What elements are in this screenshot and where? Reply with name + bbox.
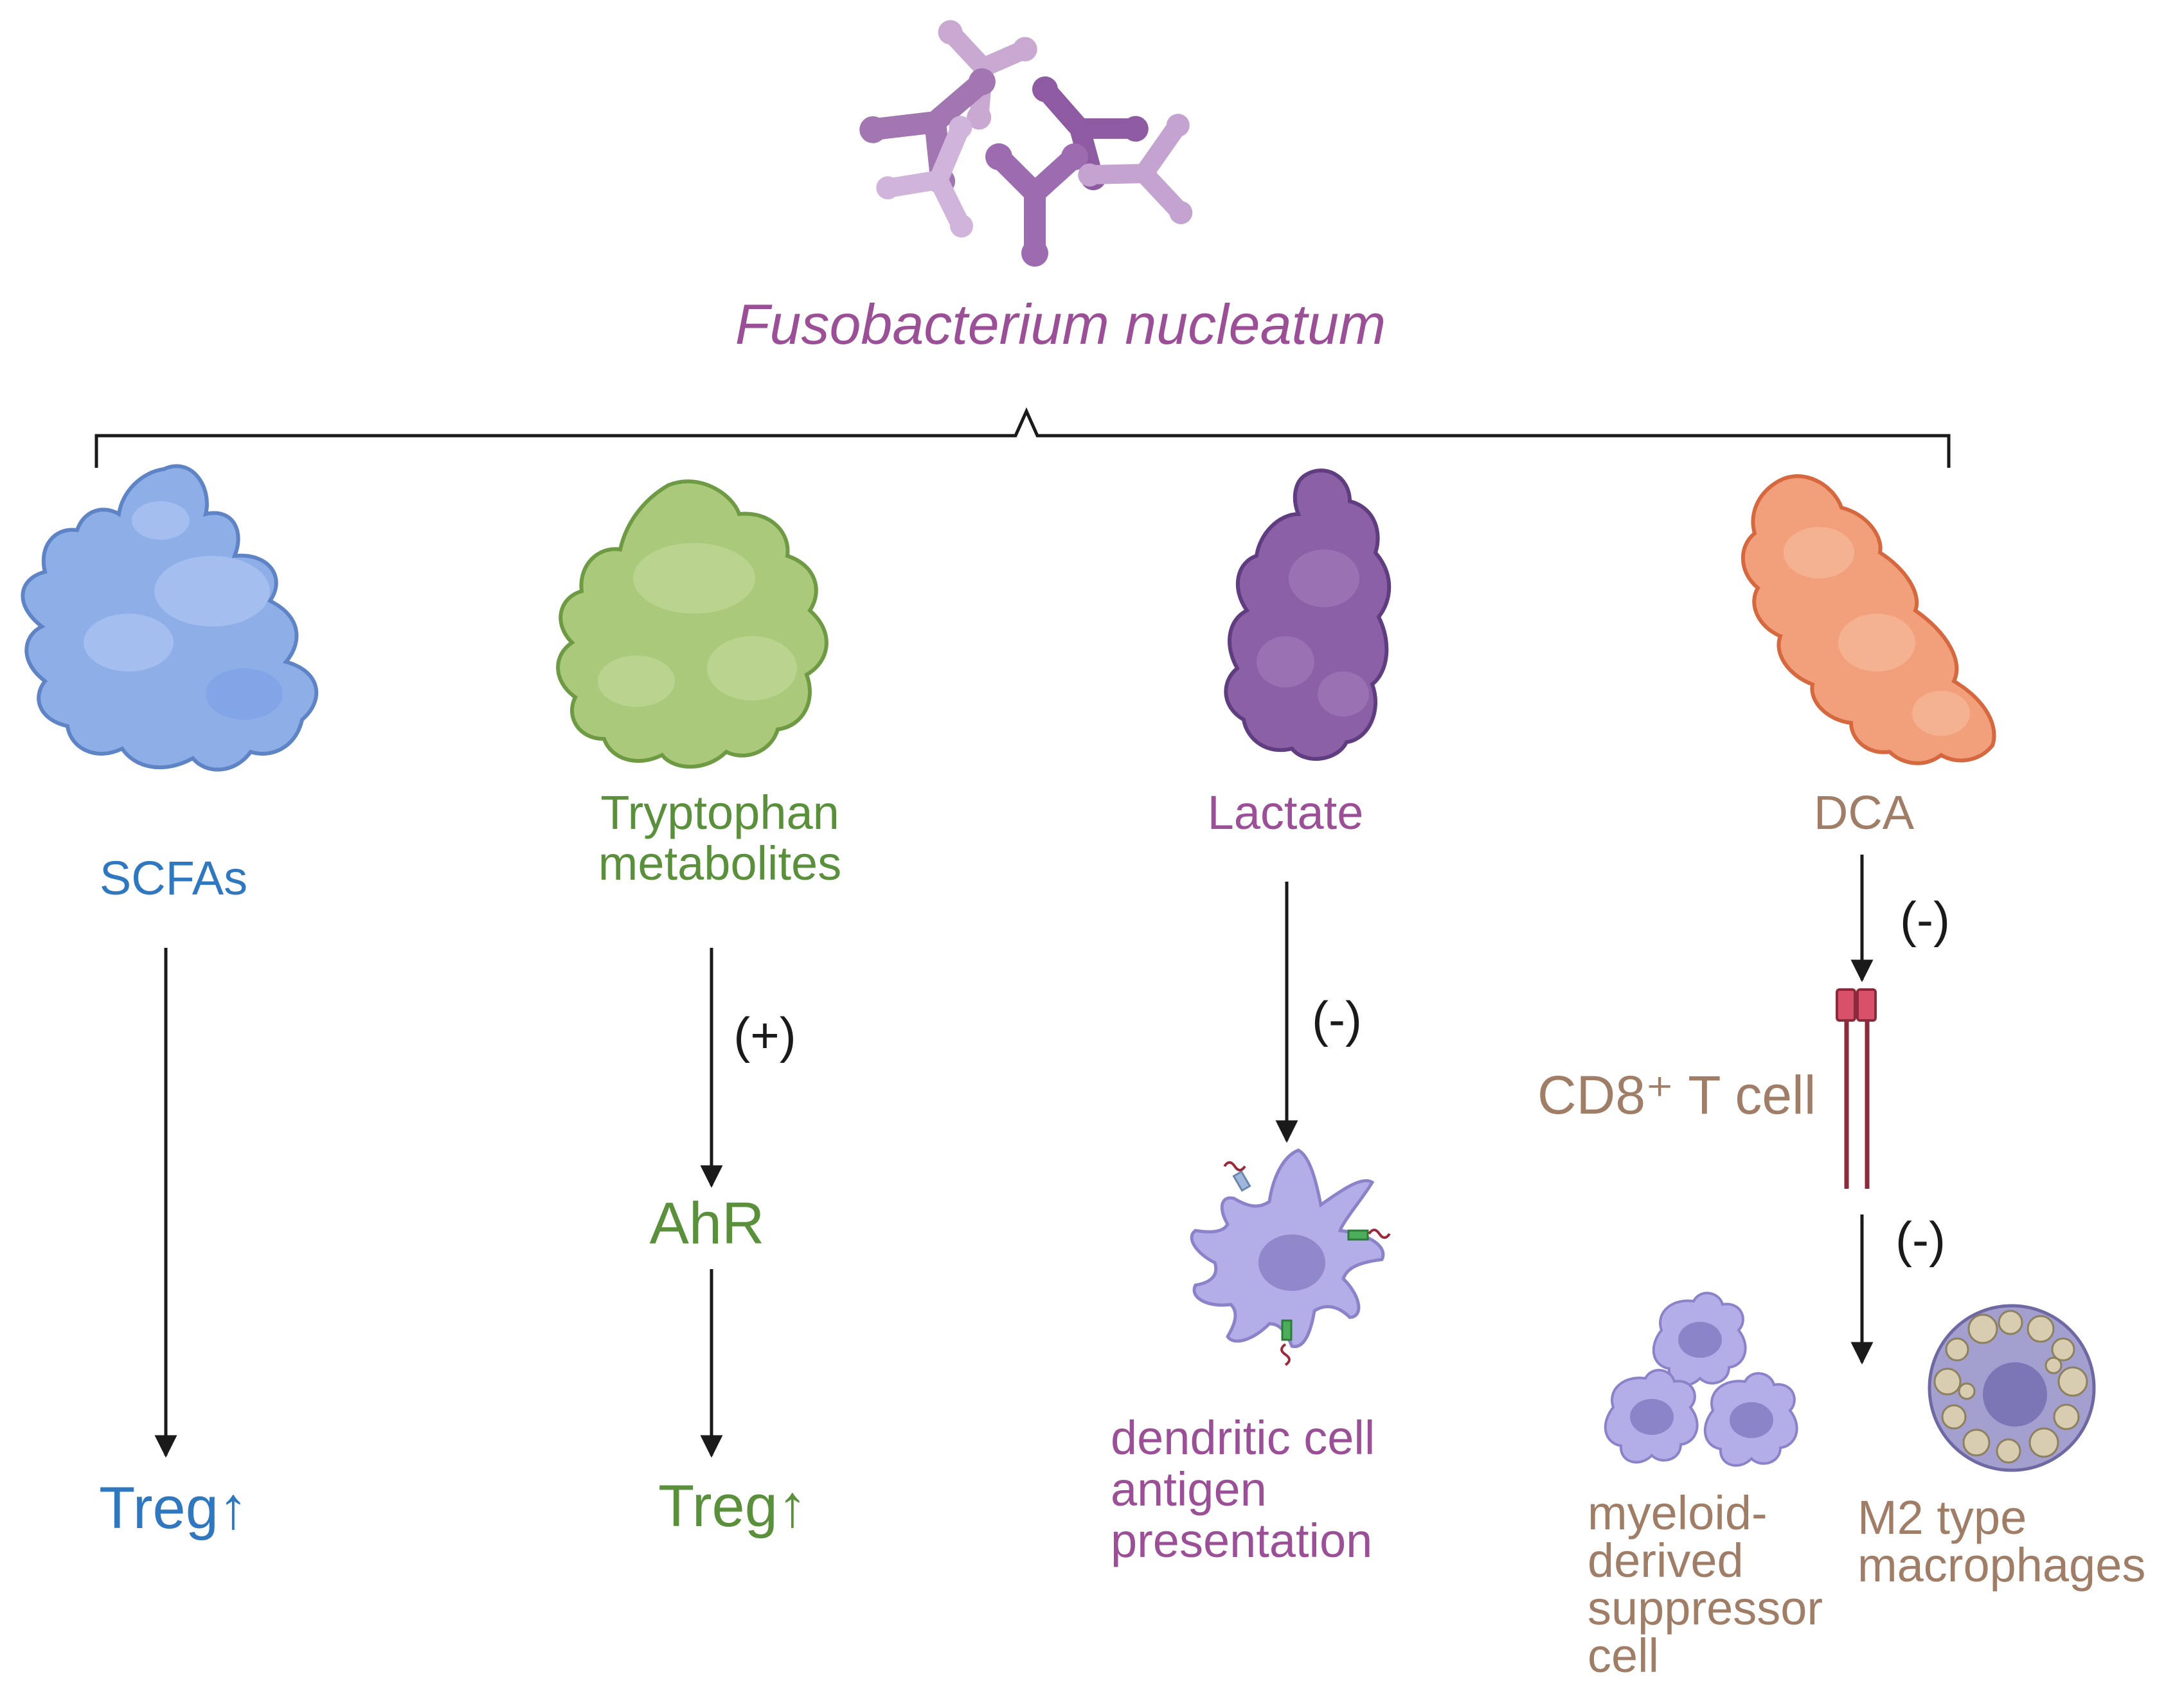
m2-macrophage-label: M2 type macrophages xyxy=(1857,1491,2146,1592)
tryptophan-outcome-label: Treg↑ xyxy=(658,1473,807,1539)
cd8-receptor-icon xyxy=(1836,988,1877,1189)
dca-label: DCA xyxy=(1813,786,1915,839)
scfa-molecule-icon xyxy=(21,464,319,772)
bacterium-title: Fusobacterium nucleatum xyxy=(735,292,1386,356)
mdsc-cells-icon xyxy=(1604,1292,1798,1467)
bacterium-icon xyxy=(1078,114,1193,224)
dca-sign: (-) xyxy=(1900,891,1950,948)
cd8-t-cell-label: CD8⁺ T cell xyxy=(1537,1065,1816,1125)
cd8-sign: (-) xyxy=(1895,1211,1946,1268)
lactate-sign: (-) xyxy=(1312,991,1362,1047)
dendritic-cell-icon xyxy=(1190,1148,1391,1366)
m2-macrophage-icon xyxy=(1928,1304,2096,1472)
bacterium-icon xyxy=(985,143,1088,267)
dendritic-cell-outcome-label: dendritic cell antigen presentation xyxy=(1111,1411,1375,1567)
tryptophan-molecule-icon xyxy=(556,479,828,769)
tryptophan-sign: (+) xyxy=(733,1007,796,1063)
lactate-label: Lactate xyxy=(1207,786,1364,839)
tryptophan-label: Tryptophan metabolites xyxy=(598,786,842,891)
lactate-molecule-icon xyxy=(1224,468,1392,761)
bacterium-icon xyxy=(876,116,974,238)
branch-bracket xyxy=(94,407,1951,468)
scfa-outcome-label: Treg↑ xyxy=(99,1475,248,1541)
bacteria-cluster-icon xyxy=(859,20,1193,267)
dca-molecule-icon xyxy=(1741,474,1996,765)
scfa-label: SCFAs xyxy=(99,851,248,905)
ahr-label: AhR xyxy=(649,1191,765,1256)
mdsc-label: myeloid-derived suppressor cell xyxy=(1588,1486,1823,1682)
